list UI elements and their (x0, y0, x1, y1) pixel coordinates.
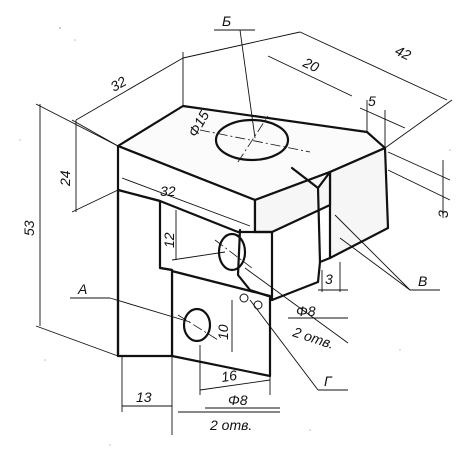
label-a: А (77, 281, 87, 297)
top-hole-ellipse (214, 118, 290, 162)
chamfer-face (253, 170, 332, 234)
dim-line-5 (359, 107, 406, 129)
label-b: Б (222, 13, 231, 29)
dim-line-32-top (75, 57, 184, 121)
dim-line-32-front (121, 177, 251, 227)
dim-text-10: 10 (215, 324, 231, 340)
leader-phi8-right (244, 267, 349, 344)
label-v: В (418, 273, 427, 289)
part-body (116, 104, 390, 378)
leader-v-1 (334, 214, 411, 291)
leader-b (239, 29, 256, 139)
side-edge-upper (253, 230, 274, 302)
dim-text-24: 24 (57, 170, 73, 187)
dim-text-phi8-bottom: Φ8 (228, 392, 248, 408)
dimension-text: 32 42 20 5 3 24 53 Φ15 32 12 3 Φ8 2 отв.… (21, 42, 451, 433)
dim-text-13: 13 (136, 389, 152, 405)
front-hole-lower-ellipse (182, 307, 212, 343)
hole-boss-edge (236, 228, 270, 298)
dim-text-32-top: 32 (108, 73, 130, 95)
dim-text-3-step: 3 (325, 271, 333, 287)
letter-labels: Б А В Г (77, 13, 427, 389)
dim-text-42: 42 (393, 42, 414, 63)
dim-text-12: 12 (161, 232, 177, 248)
dim-text-5: 5 (368, 93, 376, 109)
dim-text-holes-right: 2 отв. (290, 323, 336, 352)
front-hole-lower-center (177, 314, 219, 341)
front-lower-face (158, 266, 272, 378)
dimension-lines (35, 29, 453, 435)
left-column-face (116, 188, 174, 358)
top-hole-centerline-1 (199, 129, 311, 153)
dim-text-20: 20 (300, 54, 322, 76)
leader-a (109, 297, 191, 323)
dim-text-3-right: 3 (435, 210, 451, 218)
dim-line-20 (267, 55, 353, 97)
front-hole-upper (214, 232, 253, 272)
leader-v-2 (339, 237, 411, 291)
dim-text-53: 53 (21, 220, 37, 236)
front-hole-upper-center (214, 239, 253, 269)
dim-text-phi8-right: Φ8 (296, 303, 316, 319)
paper-specks (19, 27, 451, 446)
right-side-face (328, 146, 390, 260)
top-hole-centerline-2 (237, 115, 269, 163)
label-g: Г (324, 373, 333, 389)
top-slot-cut (290, 166, 332, 190)
dim-text-32-front: 32 (160, 183, 176, 199)
dim-line-16 (199, 379, 271, 391)
leader-g (249, 299, 319, 391)
dim-text-16: 16 (220, 367, 238, 385)
dim-line-42 (299, 31, 448, 101)
dim-text-holes-bottom: 2 отв. (209, 417, 252, 433)
lower-step-edge (270, 260, 322, 302)
front-hole-lower (177, 307, 219, 343)
top-hole (199, 115, 311, 163)
front-hole-upper-ellipse (217, 232, 247, 272)
notch-circle-1 (239, 293, 249, 303)
